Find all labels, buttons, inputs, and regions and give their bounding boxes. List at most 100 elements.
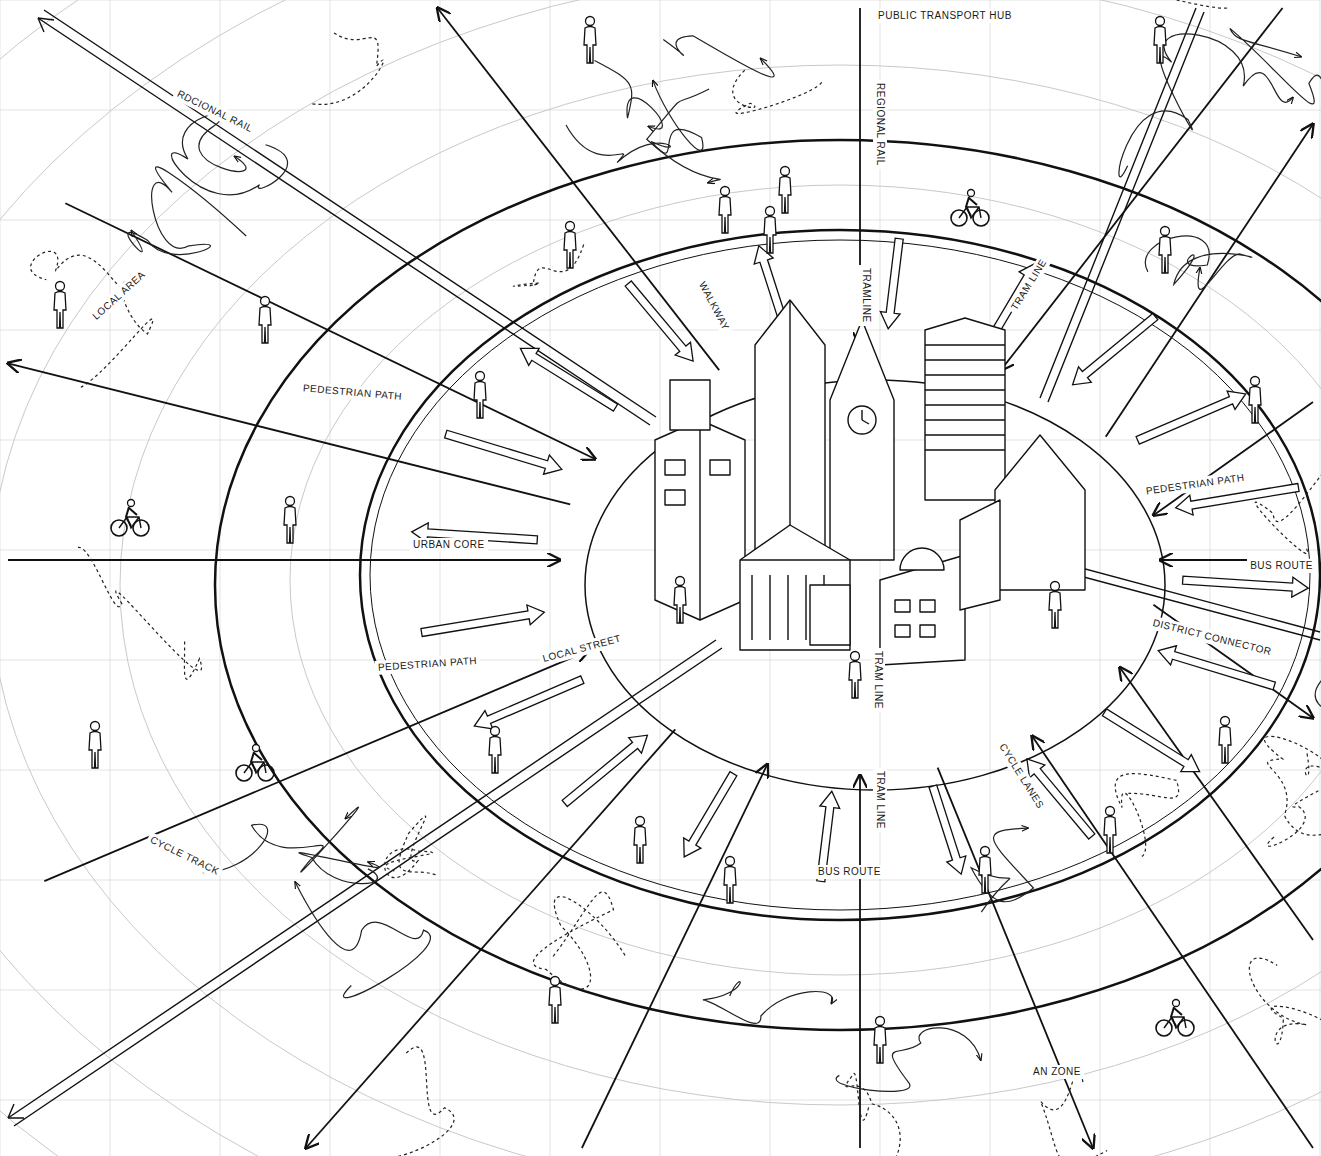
grid-line — [110, 0, 111, 1156]
person-figure — [1249, 377, 1261, 424]
movement-path — [1119, 34, 1293, 177]
route-line — [44, 651, 588, 881]
person-figure — [764, 207, 776, 254]
person-figure — [1219, 717, 1231, 764]
movement-path — [76, 547, 201, 679]
person-figure — [54, 282, 66, 329]
movement-path — [203, 807, 359, 873]
person-figure — [719, 187, 731, 234]
person-figure — [849, 652, 861, 699]
person-figure — [724, 857, 736, 904]
route-line — [1106, 124, 1313, 437]
map-label: LOCAL STREET — [538, 631, 625, 667]
route-line — [1120, 668, 1313, 941]
movement-path — [1315, 674, 1321, 734]
grid-ring — [120, 65, 1321, 1105]
grid-line — [0, 0, 1321, 1]
movement-path — [385, 816, 436, 878]
map-label: WALKWAY — [694, 277, 734, 336]
map-label: PEDESTRIAN PATH — [375, 654, 481, 675]
map-label: BUS ROUTE — [1247, 559, 1316, 573]
person-figure — [1104, 807, 1116, 854]
grid-line — [440, 0, 441, 1156]
person-figure — [284, 497, 296, 544]
grid-line — [880, 0, 881, 1156]
flow-arrow — [562, 735, 647, 806]
grid-line — [0, 880, 1321, 881]
map-label: TRAM LINE — [871, 648, 885, 712]
movement-path — [836, 1028, 981, 1092]
cyclist-figure — [951, 190, 989, 227]
movement-path — [595, 61, 663, 129]
person-figure — [979, 847, 991, 894]
person-figure — [1159, 227, 1171, 274]
movement-path — [663, 36, 774, 77]
person-figure — [874, 1017, 886, 1064]
map-label: PEDESTRIAN PATH — [299, 381, 405, 404]
person-figure — [549, 977, 561, 1024]
person-figure — [489, 727, 501, 774]
route-line — [582, 764, 767, 1148]
movement-path — [1264, 736, 1321, 836]
flow-arrow — [684, 772, 737, 857]
movement-path — [533, 892, 626, 989]
flow-arrow — [625, 281, 693, 361]
movement-path — [1041, 1068, 1108, 1156]
flow-arrow — [520, 348, 617, 411]
route-line — [437, 8, 719, 370]
movement-path — [703, 982, 833, 1024]
map-label: TRAM LINE — [873, 768, 887, 832]
map-label: CYCLE TRACK — [145, 832, 224, 880]
grid-line — [0, 220, 1321, 221]
grid-line — [0, 330, 1321, 331]
person-figure — [1154, 17, 1166, 64]
movement-path — [971, 828, 1033, 912]
grid-line — [1100, 0, 1101, 1156]
grid-line — [330, 0, 331, 1156]
route-line — [1001, 8, 1283, 370]
flow-arrow — [474, 676, 584, 729]
cyclist-figure — [236, 745, 274, 782]
flow-arrow — [1183, 576, 1309, 597]
flow-arrow — [421, 605, 544, 637]
person-figure — [634, 817, 646, 864]
grid-ring — [290, 185, 1321, 975]
route-line — [859, 775, 861, 1148]
route-line — [938, 768, 1093, 1148]
map-label: BUS ROUTE — [815, 865, 884, 879]
map-label: URBAN CORE — [410, 538, 488, 552]
person-figure — [259, 297, 271, 344]
route-line — [8, 363, 570, 504]
person-figure — [584, 17, 596, 64]
map-label: AN ZONE — [1030, 1065, 1084, 1079]
movement-path — [1230, 28, 1321, 145]
movement-path — [1249, 958, 1321, 1053]
flow-arrow — [929, 785, 966, 874]
movement-path — [31, 251, 153, 387]
person-figure — [89, 722, 101, 769]
movement-path — [340, 1047, 454, 1156]
grid-line — [0, 770, 1321, 771]
map-label: LOCAL AREA — [87, 266, 151, 325]
flow-arrow — [1102, 709, 1199, 772]
flow-arrow — [445, 430, 562, 474]
movement-path — [299, 853, 379, 884]
map-label: REGIONAL RAIL — [873, 80, 887, 169]
map-label: PUBLIC TRANSPORT HUB — [875, 9, 1015, 23]
route-line — [65, 203, 595, 459]
person-figure — [779, 167, 791, 214]
movement-path — [128, 167, 246, 255]
flow-arrow — [880, 238, 903, 329]
flow-arrow — [1136, 391, 1246, 444]
movement-path — [312, 32, 383, 105]
movement-path — [733, 70, 823, 113]
person-figure — [474, 372, 486, 419]
route-line — [306, 729, 675, 1148]
cyclist-figure — [111, 500, 149, 537]
grid-line — [220, 0, 221, 1156]
